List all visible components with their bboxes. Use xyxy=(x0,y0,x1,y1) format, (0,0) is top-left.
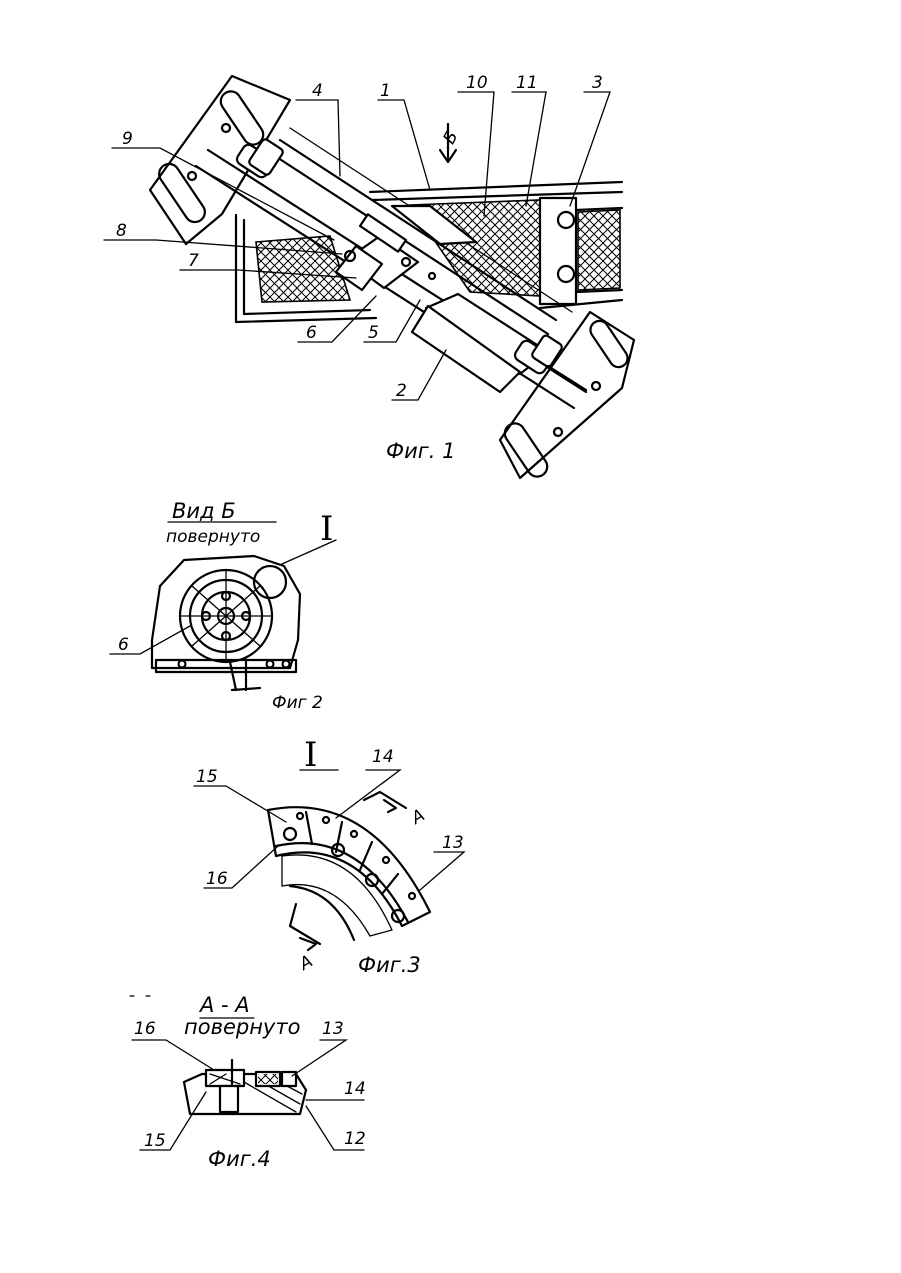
fig3-label-14: 14 xyxy=(372,747,394,767)
figure-1 xyxy=(104,76,634,480)
fig1-label-10: 10 xyxy=(466,73,488,93)
fig3-label-13: 13 xyxy=(442,833,464,853)
fig4-label-14: 14 xyxy=(344,1079,366,1099)
figure-3 xyxy=(194,770,464,950)
fig1-label-4: 4 xyxy=(312,81,323,101)
fig3-section-mark-top: А xyxy=(407,805,428,829)
figure-2 xyxy=(110,522,336,690)
fig3-detail-mark: I xyxy=(304,735,317,775)
fig2-title: Вид Б xyxy=(172,499,236,523)
fig3-label-16: 16 xyxy=(206,869,228,889)
fig3-caption: Фиг.3 xyxy=(358,953,421,977)
fig4-label-12: 12 xyxy=(344,1129,366,1149)
fig4-subtitle: повернуто xyxy=(184,1015,300,1039)
fig2-caption: Фиг 2 xyxy=(272,693,323,713)
fig1-label-9: 9 xyxy=(122,129,133,149)
fig4-label-16: 16 xyxy=(134,1019,156,1039)
fig2-detail-mark: I xyxy=(320,509,333,549)
fig1-caption: Фиг. 1 xyxy=(386,439,455,463)
fig1-label-2: 2 xyxy=(396,381,407,401)
fig1-label-5: 5 xyxy=(368,323,379,343)
fig1-label-8: 8 xyxy=(116,221,127,241)
fig2-subtitle: повернуто xyxy=(166,527,260,547)
fig4-title: А - А xyxy=(198,993,250,1017)
fig2-label-6: 6 xyxy=(118,635,129,655)
fig1-label-11: 11 xyxy=(516,73,538,93)
fig4-label-15: 15 xyxy=(144,1131,166,1151)
fig1-label-3: 3 xyxy=(592,73,603,93)
fig1-label-7: 7 xyxy=(188,251,199,271)
fig4-caption: Фиг.4 xyxy=(208,1147,271,1171)
fig3-section-mark-bottom: А xyxy=(295,951,316,975)
fig1-view-arrow-label: Б xyxy=(439,128,462,148)
fig3-label-15: 15 xyxy=(196,767,218,787)
fig1-label-1: 1 xyxy=(380,81,391,101)
fig1-label-6: 6 xyxy=(306,323,317,343)
fig4-label-13: 13 xyxy=(322,1019,344,1039)
